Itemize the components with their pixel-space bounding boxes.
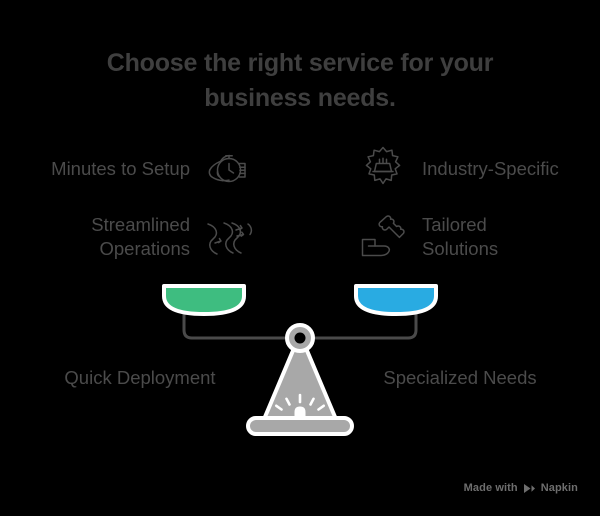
scale-label-right: Specialized Needs — [383, 367, 537, 388]
stopwatch-in-hand-icon — [208, 154, 246, 183]
scale-pan-left — [162, 284, 246, 316]
watermark[interactable]: Made with Napkin — [464, 482, 578, 494]
watermark-text: Made with — [463, 482, 518, 494]
scale-pan-right — [354, 284, 438, 316]
page-title: Choose the right service for your busine… — [106, 49, 494, 112]
feature-label: Industry-Specific — [422, 158, 559, 180]
feature-label: Minutes to Setup — [51, 158, 190, 180]
scale-label-left: Quick Deployment — [64, 367, 216, 388]
feature-item-tailored-solutions: Tailored Solutions — [356, 210, 594, 264]
napkin-logo-icon — [523, 483, 535, 493]
feature-label: Streamlined Operations — [91, 214, 190, 259]
scale-fulcrum — [285, 323, 315, 353]
balance-scale-icon — [162, 284, 438, 436]
winding-road-icon — [207, 222, 253, 255]
feature-label: Tailored Solutions — [422, 214, 499, 259]
gear-factory-icon — [365, 146, 401, 185]
feature-item-industry-specific: Industry-Specific — [356, 142, 594, 196]
scale-base — [246, 332, 354, 436]
feature-item-minutes-to-setup: Minutes to Setup — [18, 142, 256, 196]
watermark-brand: Napkin — [540, 482, 578, 494]
puzzle-piece-hand-icon — [361, 215, 405, 257]
feature-item-streamlined-operations: Streamlined Operations — [18, 210, 256, 264]
